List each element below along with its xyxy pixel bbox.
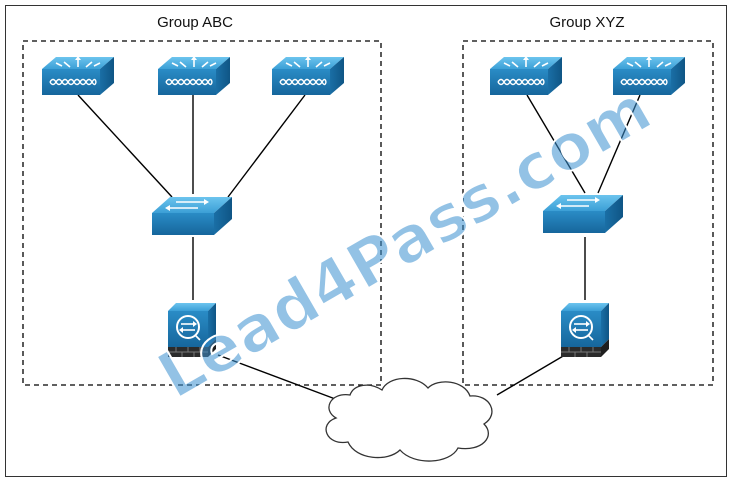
link-ap1-switch-xyz: [526, 94, 586, 194]
switch-icon: [151, 196, 233, 236]
firewall-icon: [560, 302, 610, 358]
wireless-access-point-icon: [271, 55, 345, 96]
wireless-access-point-icon: [489, 55, 563, 96]
group-xyz-label: Group XYZ: [549, 14, 624, 31]
link-ap1-switch-abc: [77, 94, 173, 198]
wireless-access-point-icon: [41, 55, 115, 96]
diagram-frame: [5, 5, 727, 477]
connections: [77, 94, 641, 401]
link-ap3-switch-abc: [227, 94, 306, 198]
link-firewall-cloud-xyz: [496, 351, 571, 396]
switch-icon: [542, 194, 624, 234]
link-ap2-switch-xyz: [597, 94, 641, 194]
cloud-icon: [325, 377, 493, 462]
group-abc-label: Group ABC: [157, 14, 233, 31]
link-firewall-cloud-abc: [217, 354, 339, 401]
watermark: Lead4Pass.com: [146, 72, 664, 414]
wireless-access-point-icon: [157, 55, 231, 96]
